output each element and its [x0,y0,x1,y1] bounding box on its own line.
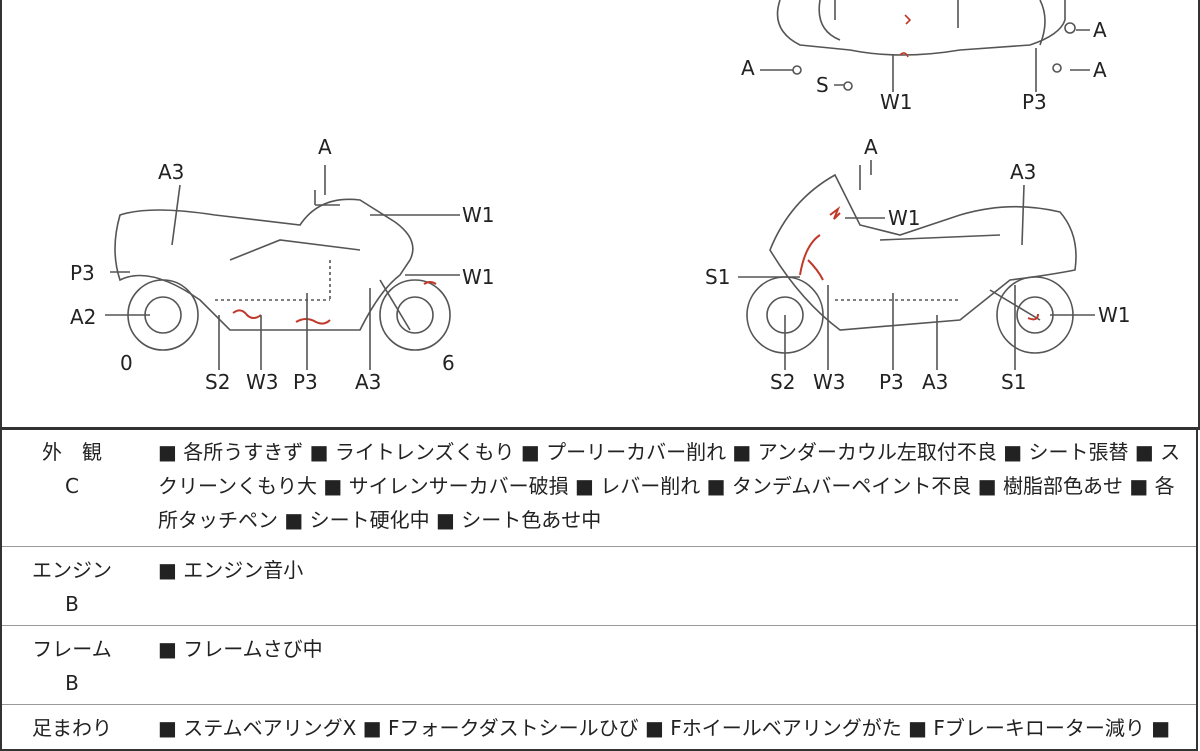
remarks-cell: ■ フレームさび中 [142,624,1197,704]
remarks-cell: ■ エンジン音小 [142,545,1197,625]
part-label: A3 [355,370,382,394]
part-label: W1 [462,265,495,289]
part-label: W1 [462,203,495,227]
part-label: A3 [158,160,185,184]
category-cell: 外 観 C [1,427,142,546]
part-label: W3 [246,370,279,394]
category-label: フレーム [32,636,112,661]
part-label: A [864,135,878,159]
table-row: エンジン B ■ エンジン音小 [1,545,1197,625]
condition-table: 外 観 C ■ 各所うすきず ■ ライトレンズくもり ■ プーリーカバー削れ ■ … [0,427,1198,751]
table-row: 足まわり ■ ステムベアリングX ■ Fフォークダストシールひび ■ Fホイール… [1,703,1197,750]
part-label: W1 [888,206,921,230]
part-label: A [1093,18,1107,42]
remarks-cell: ■ ステムベアリングX ■ Fフォークダストシールひび ■ Fホイールベアリング… [142,703,1197,750]
part-label: 0 [120,351,133,375]
category-label: エンジン [32,557,112,582]
table-row: 外 観 C ■ 各所うすきず ■ ライトレンズくもり ■ プーリーカバー削れ ■ … [1,427,1197,546]
part-label: P3 [879,370,904,394]
part-label: P3 [293,370,318,394]
category-cell: エンジン B [1,545,142,625]
part-label: P3 [70,261,95,285]
grade-label: B [65,591,79,616]
part-label: A [318,135,332,159]
part-label: S1 [1001,370,1027,394]
part-label: S2 [770,370,796,394]
part-label: A [741,56,755,80]
part-label: 6 [442,351,455,375]
grade-label: B [65,670,79,695]
left-view-drawing [105,165,460,370]
part-label: P3 [1022,90,1047,114]
part-label: A2 [70,305,97,329]
category-label: 足まわり [32,715,112,740]
motorcycle-diagram [105,0,1095,370]
remarks-cell: ■ 各所うすきず ■ ライトレンズくもり ■ プーリーカバー削れ ■ アンダーカ… [142,427,1197,546]
part-label: S1 [705,265,731,289]
part-label: A [1093,58,1107,82]
part-label: W3 [813,370,846,394]
category-cell: フレーム B [1,624,142,704]
part-label: A3 [1010,160,1037,184]
top-view-drawing [760,0,1090,92]
part-label: W1 [1098,303,1131,327]
table-row: フレーム B ■ フレームさび中 [1,624,1197,704]
category-cell: 足まわり [1,703,142,750]
part-label: S [816,73,829,97]
part-label: A3 [922,370,949,394]
part-label: S2 [205,370,231,394]
grade-label: C [65,474,79,498]
right-view-drawing [738,160,1095,370]
part-label: W1 [880,90,913,114]
category-label: 外 観 [42,440,102,464]
